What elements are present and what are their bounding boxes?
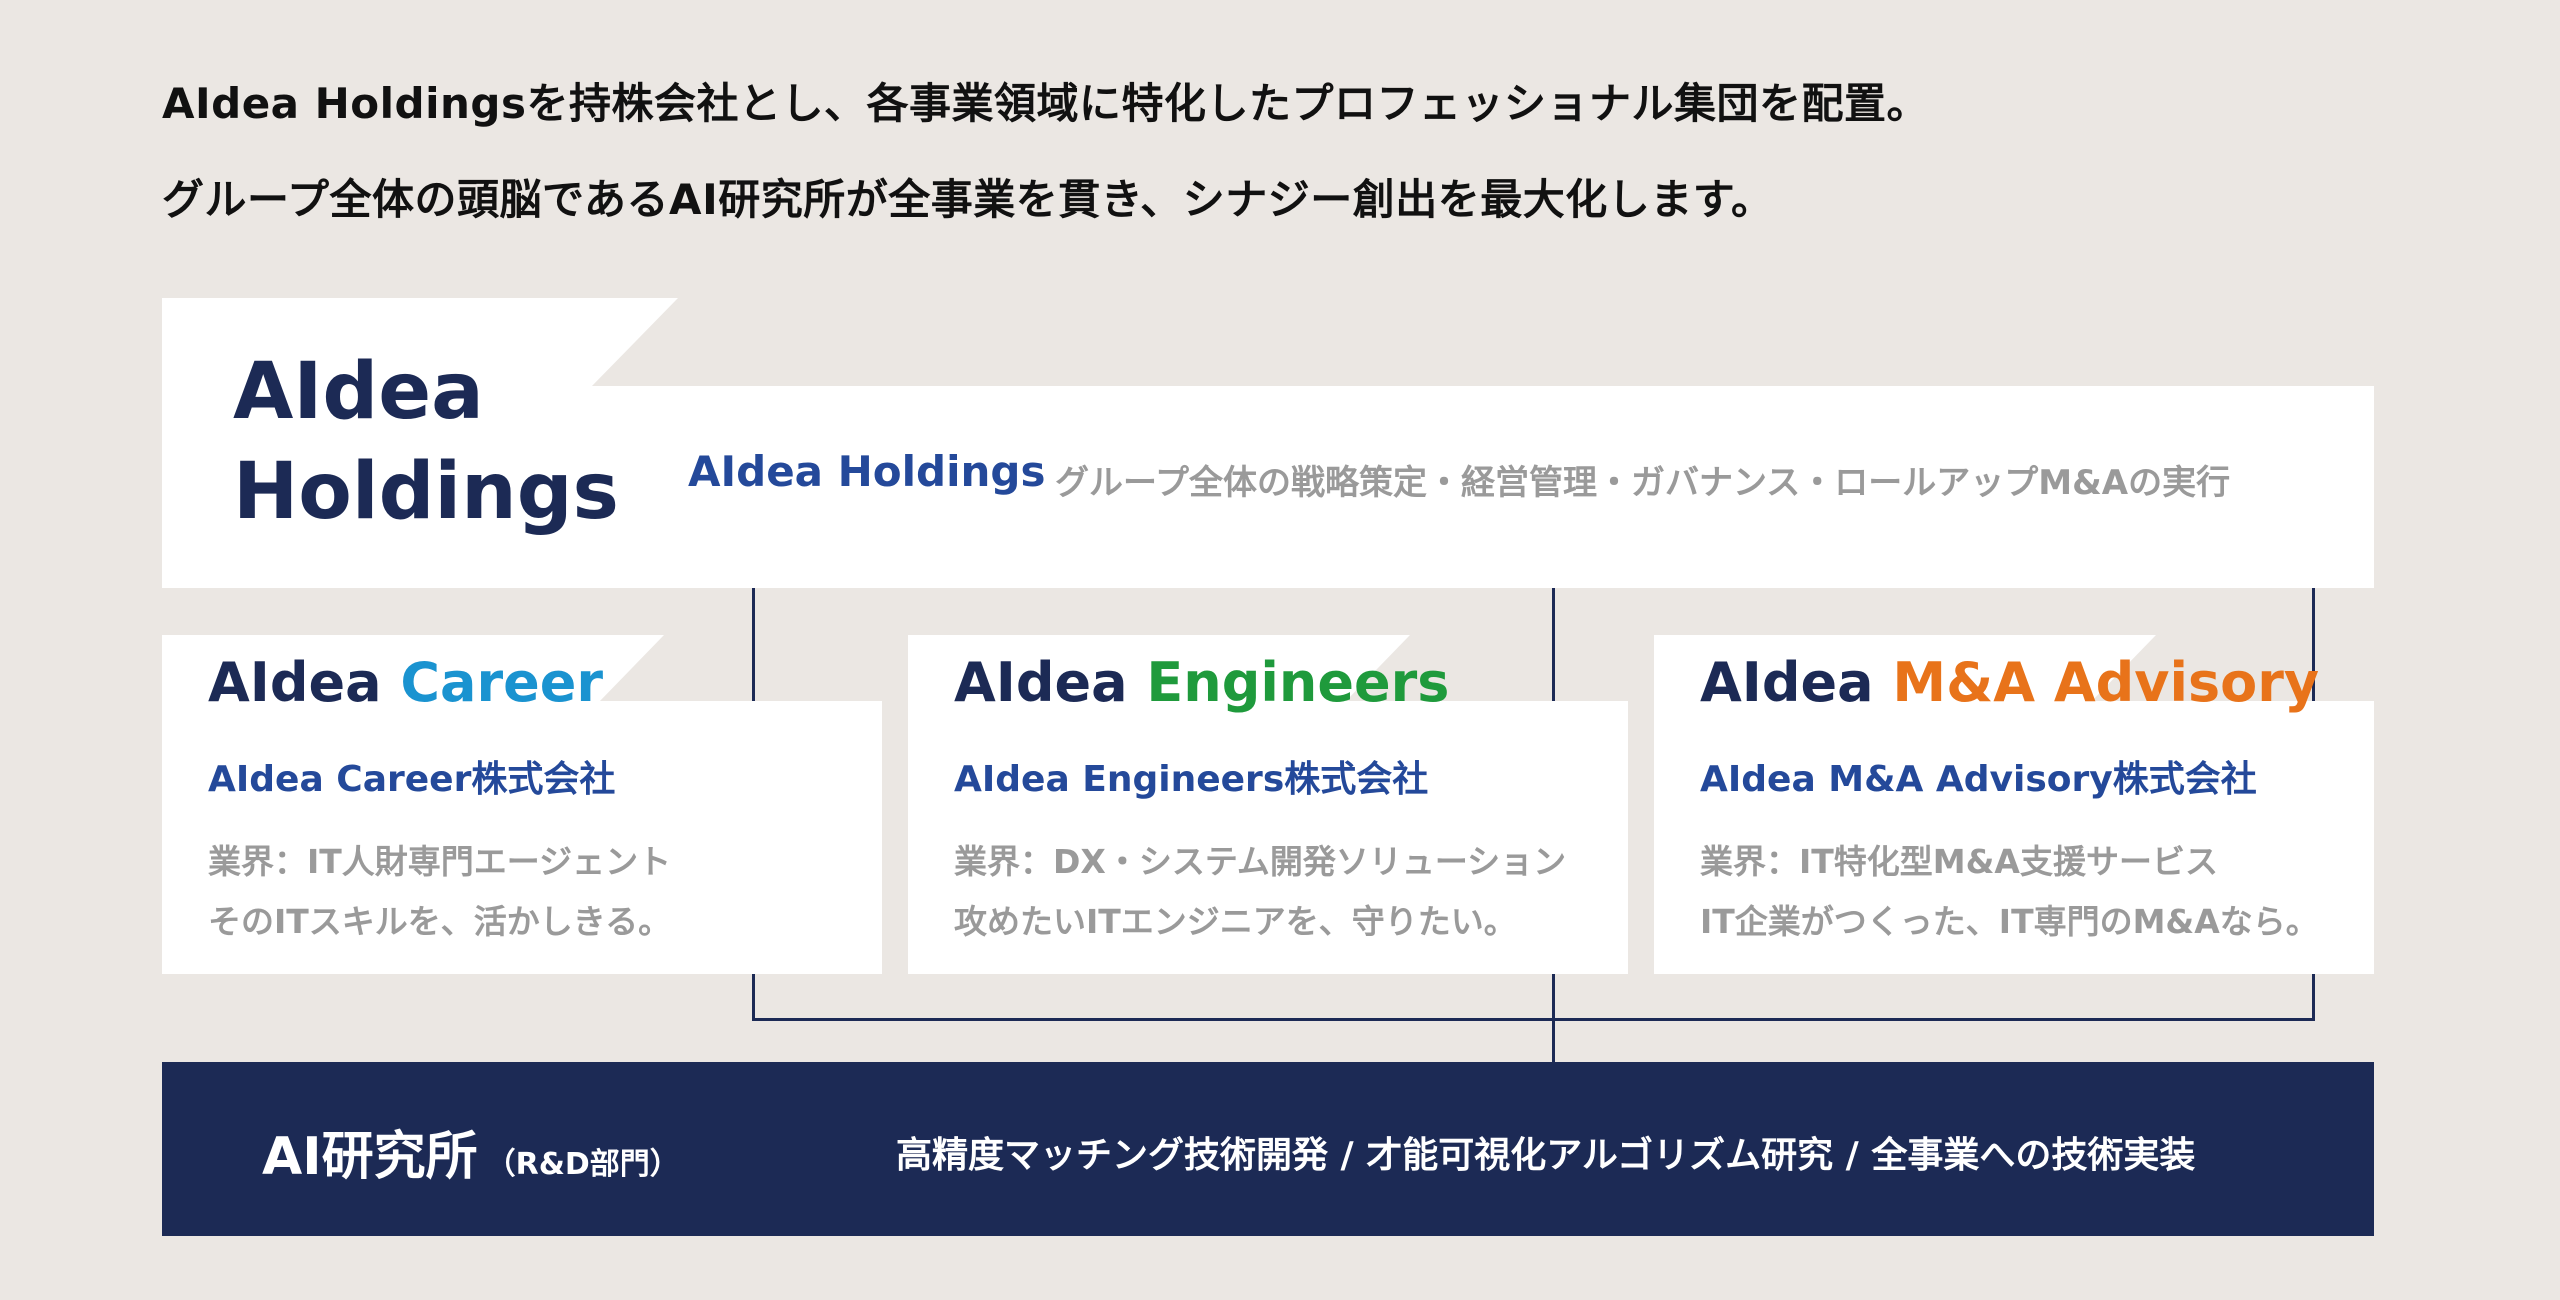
career-tagline: そのITスキルを、活かしきる。 (208, 902, 672, 941)
career-company-name: AIdea Career株式会社 (208, 759, 616, 800)
career-industry: 業界：IT人財専門エージェント (208, 842, 672, 881)
career-card-body (162, 701, 882, 974)
engineers-card-body (908, 701, 1628, 974)
ai-lab-title-text: AI研究所 (262, 1127, 478, 1187)
career-card-tab-slope (598, 635, 664, 703)
holdings-description: グループ全体の戦略策定・経営管理・ガバナンス・ロールアップM&Aの実行 (1055, 463, 2231, 503)
engineers-card-tab (908, 635, 1346, 703)
holdings-logo-line-2: Holdings (233, 447, 619, 537)
career-card-tab (162, 635, 600, 703)
career-logo: AIdea Career (208, 651, 603, 714)
engineers-logo-division: Engineers (1146, 651, 1450, 714)
engineers-company-name: AIdea Engineers株式会社 (954, 759, 1429, 800)
ma-advisory-logo-brand: AIdea (1700, 651, 1874, 714)
holdings-name: AIdea Holdings (688, 447, 1046, 496)
intro-line-1: AIdea Holdingsを持株会社とし、各事業領域に特化したプロフェッショナ… (162, 79, 1929, 128)
holdings-logo: AIdea Holdings (233, 342, 619, 542)
holdings-logo-line-1: AIdea (233, 347, 484, 437)
engineers-logo: AIdea Engineers (954, 651, 1449, 714)
ma-advisory-card-body (1654, 701, 2374, 974)
connector-horizontal (752, 1018, 2315, 1021)
engineers-industry: 業界：DX・システム開発ソリューション (954, 842, 1567, 881)
engineers-logo-brand: AIdea (954, 651, 1128, 714)
holdings-card-tab-slope (590, 298, 678, 388)
intro-line-2: グループ全体の頭脳であるAI研究所が全事業を貫き、シナジー創出を最大化します。 (162, 175, 1774, 224)
engineers-tagline: 攻めたいITエンジニアを、守りたい。 (954, 902, 1517, 941)
ma-advisory-card-tab-slope (2090, 635, 2156, 703)
ma-advisory-company-name: AIdea M&A Advisory株式会社 (1700, 759, 2257, 800)
ma-advisory-logo: AIdea M&A Advisory (1700, 651, 2319, 714)
ai-lab-description: 高精度マッチング技術開発 / 才能可視化アルゴリズム研究 / 全事業への技術実装 (896, 1135, 2196, 1176)
holdings-card-tab (162, 298, 592, 388)
engineers-card: AIdea Engineers AIdea Engineers株式会社 業界：D… (908, 635, 1628, 974)
engineers-card-tab-slope (1344, 635, 1410, 703)
ai-lab-bar: AI研究所（R&D部門） 高精度マッチング技術開発 / 才能可視化アルゴリズム研… (162, 1062, 2374, 1236)
ma-advisory-card-tab (1654, 635, 2092, 703)
ma-advisory-logo-division: M&A Advisory (1892, 651, 2320, 714)
holdings-card-body (162, 386, 2374, 588)
career-logo-division: Career (400, 651, 604, 714)
ma-advisory-industry: 業界：IT特化型M&A支援サービス (1700, 842, 2218, 881)
ai-lab-subtitle: （R&D部門） (485, 1147, 680, 1182)
ma-advisory-card: AIdea M&A Advisory AIdea M&A Advisory株式会… (1654, 635, 2374, 974)
career-card: AIdea Career AIdea Career株式会社 業界：IT人財専門エ… (162, 635, 882, 974)
career-logo-brand: AIdea (208, 651, 382, 714)
ma-advisory-tagline: IT企業がつくった、IT専門のM&Aなら。 (1700, 902, 2319, 941)
ai-lab-title: AI研究所（R&D部門） (262, 1114, 680, 1189)
